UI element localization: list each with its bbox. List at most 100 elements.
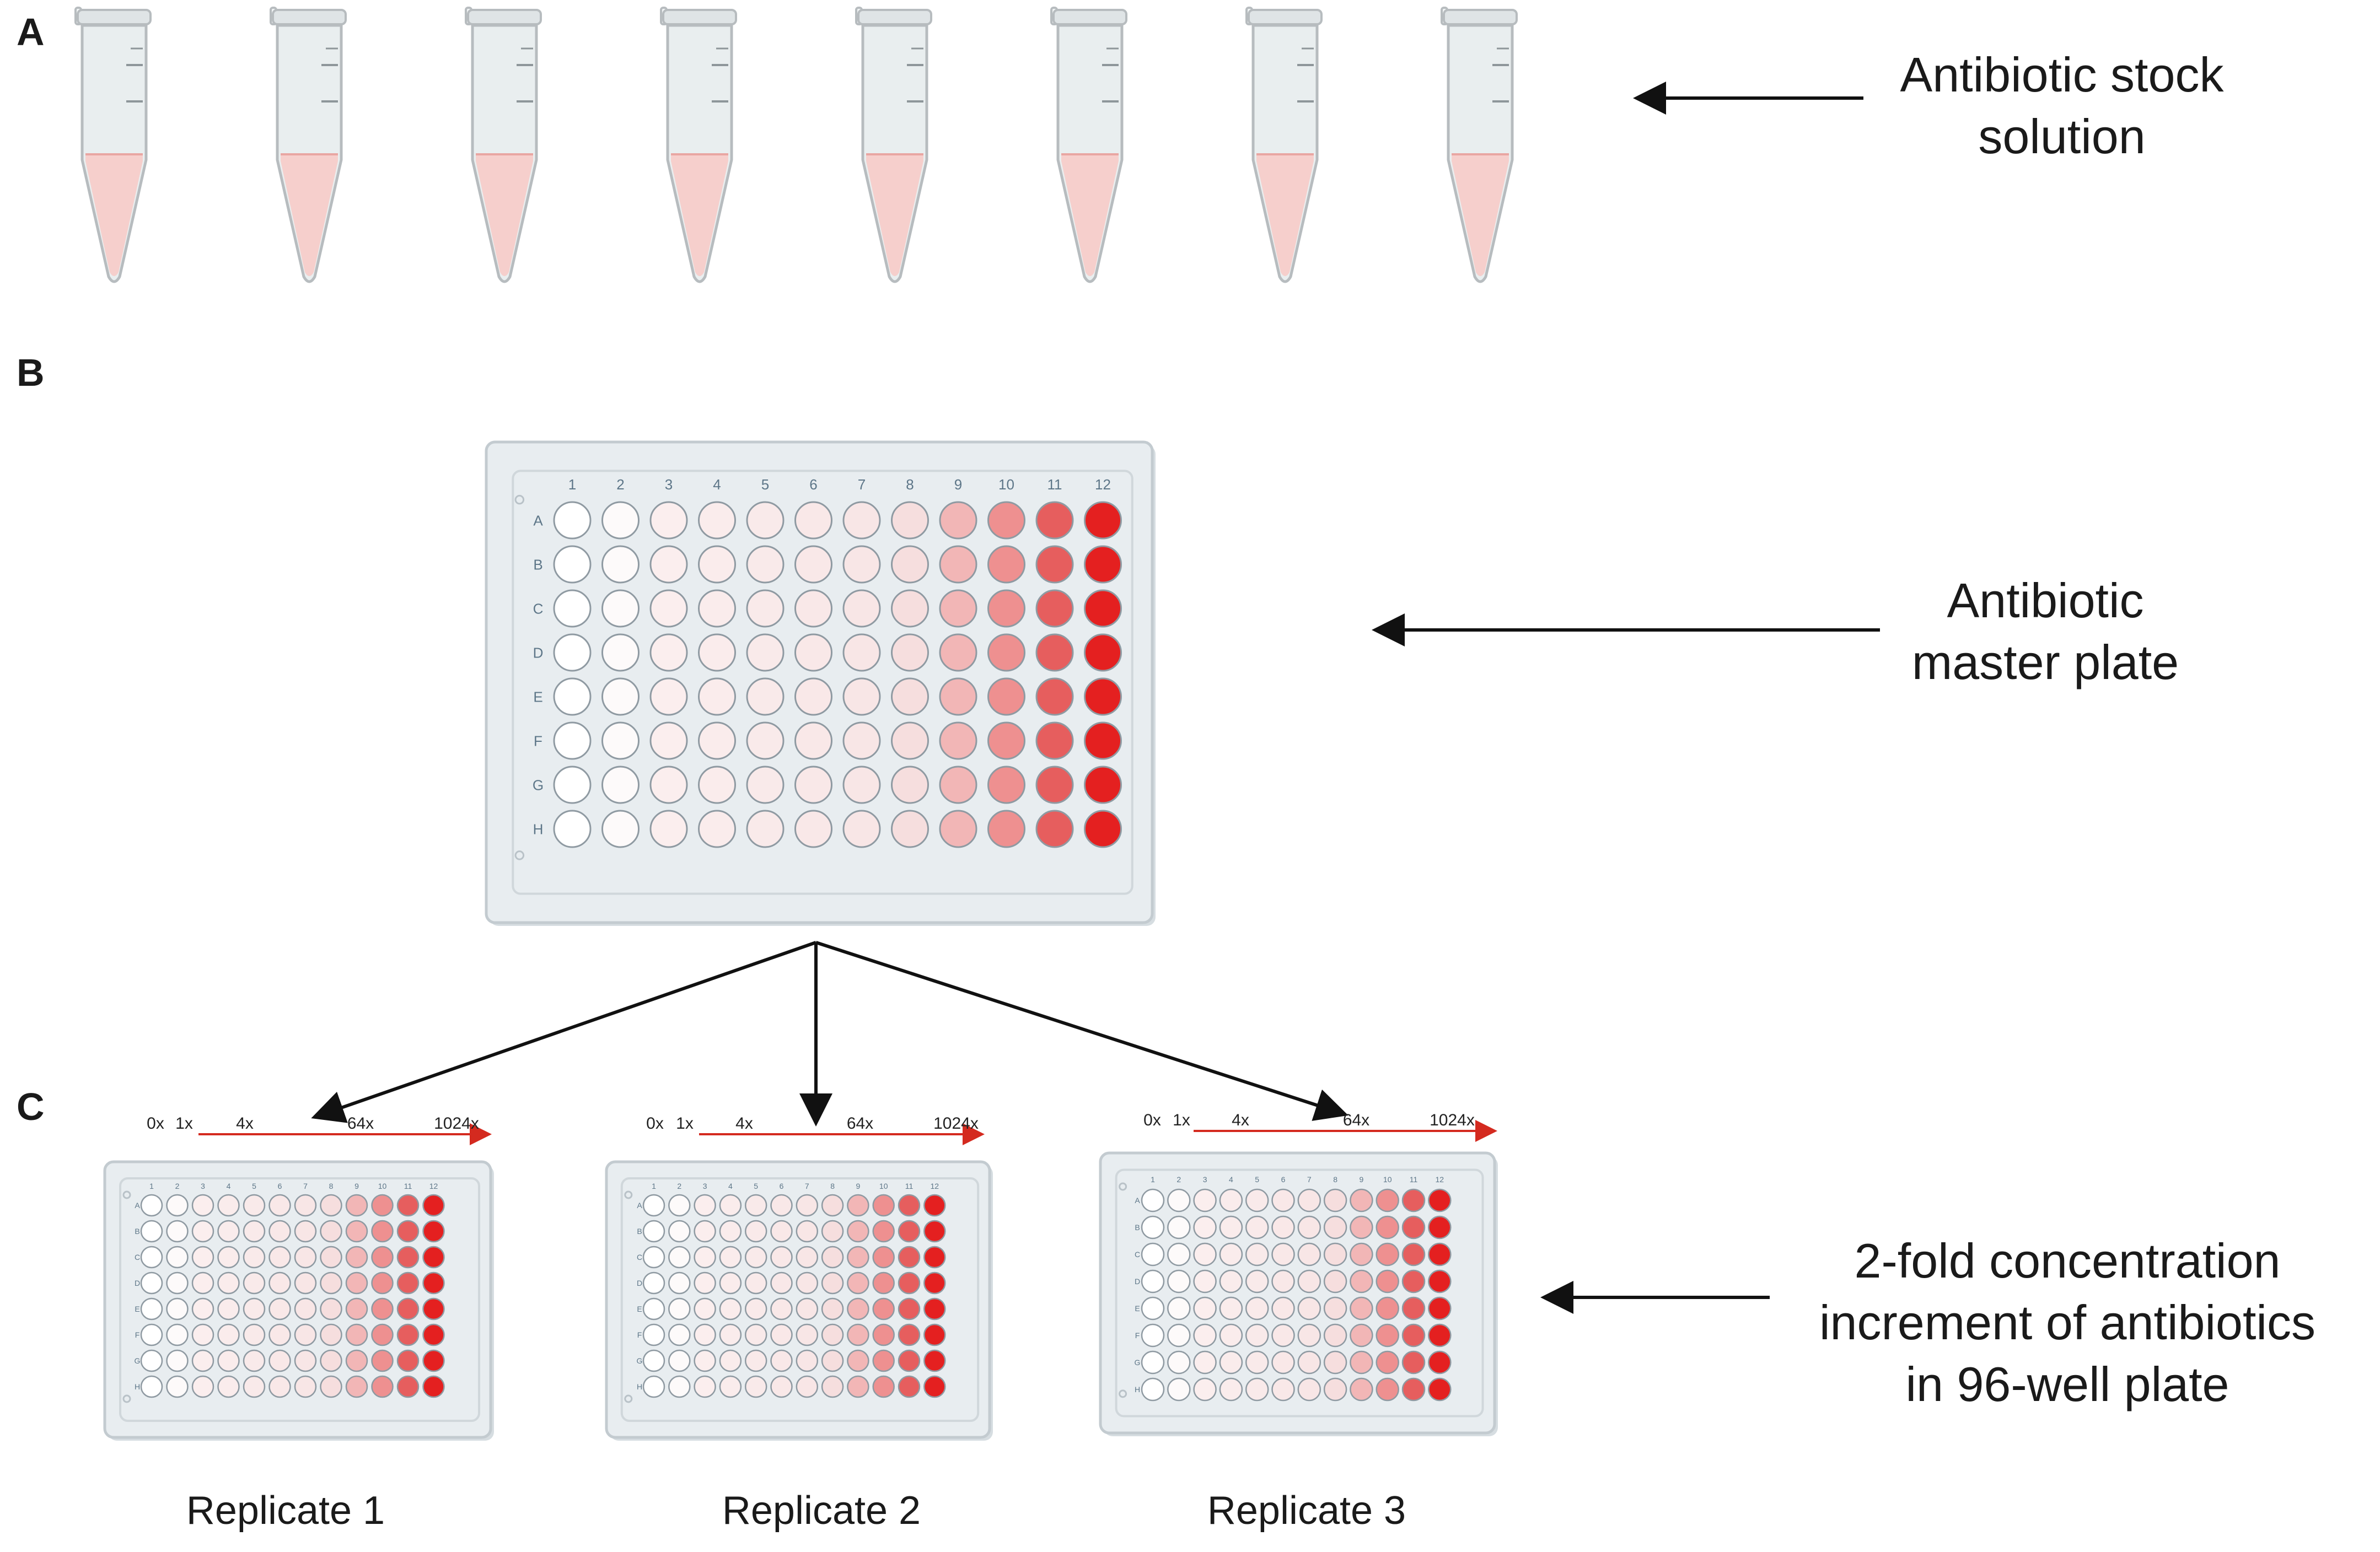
plate-column-label: 12: [1095, 476, 1111, 493]
well: [243, 1349, 266, 1372]
well: [1297, 1377, 1321, 1402]
plate-column-label: 9: [354, 1182, 359, 1190]
panel-letter-b: B: [17, 351, 45, 394]
well: [898, 1194, 921, 1217]
well: [719, 1220, 742, 1243]
well: [842, 721, 881, 760]
plate-notch-bottom: [514, 850, 525, 860]
well: [396, 1271, 420, 1295]
well: [294, 1349, 317, 1372]
well: [553, 810, 592, 848]
plate-row-label: F: [534, 732, 542, 749]
well: [668, 1220, 691, 1243]
concentration-marker: 1024x: [434, 1114, 479, 1133]
well: [649, 677, 688, 716]
well: [191, 1323, 214, 1346]
plate-column-label: 4: [1229, 1175, 1233, 1184]
well: [694, 1375, 716, 1398]
well: [847, 1220, 869, 1243]
well: [668, 1323, 691, 1346]
well: [698, 766, 736, 804]
concentration-marker: 0x: [1143, 1111, 1161, 1129]
plate-row-label: F: [135, 1330, 140, 1339]
plate-column-label: 3: [1203, 1175, 1207, 1184]
well: [1323, 1323, 1347, 1348]
well: [1167, 1350, 1191, 1375]
plate-notch-top: [514, 494, 525, 505]
well: [1297, 1188, 1321, 1212]
well: [1428, 1323, 1452, 1348]
well: [847, 1375, 869, 1398]
plate-row-label: B: [637, 1227, 642, 1236]
plate-notch-bottom: [1119, 1389, 1127, 1398]
plate-column-label: 10: [998, 476, 1014, 493]
well: [396, 1220, 420, 1243]
tube-cap: [1052, 9, 1127, 25]
plate-row-label: D: [533, 644, 544, 661]
tube-5: [855, 7, 932, 283]
well: [694, 1349, 716, 1372]
concentration-marker: 64x: [1343, 1111, 1369, 1129]
well: [891, 810, 929, 848]
plate-column-label: 7: [858, 476, 866, 493]
concentration-marker: 64x: [347, 1114, 374, 1133]
well: [891, 589, 929, 628]
well: [642, 1246, 665, 1269]
well: [987, 545, 1025, 584]
well: [1035, 545, 1074, 584]
well: [268, 1323, 291, 1346]
well: [1376, 1269, 1399, 1294]
well: [746, 677, 785, 716]
well: [872, 1194, 895, 1217]
well: [371, 1271, 394, 1295]
well: [553, 633, 592, 672]
well: [668, 1194, 691, 1217]
concentration-label: 2-fold concentration increment of antibi…: [1764, 1230, 2371, 1415]
well: [872, 1375, 895, 1398]
plate-inner-rim: [1115, 1168, 1484, 1418]
well: [1401, 1323, 1426, 1348]
well: [891, 677, 929, 716]
arrow-to-replicate-3: [815, 941, 1349, 1121]
well: [770, 1323, 793, 1346]
well: [796, 1349, 819, 1372]
well: [601, 721, 640, 760]
well: [396, 1246, 420, 1269]
well: [217, 1349, 240, 1372]
plate-column-label: 4: [227, 1182, 231, 1190]
well: [796, 1271, 819, 1295]
well: [891, 501, 929, 540]
arrow-to-replicate-1: [311, 941, 816, 1123]
well: [1271, 1296, 1295, 1321]
well: [842, 545, 881, 584]
well: [1376, 1350, 1399, 1375]
well: [243, 1297, 266, 1321]
stock-solution-label-line-2: solution: [1978, 109, 2146, 164]
well: [140, 1271, 163, 1295]
well: [744, 1375, 767, 1398]
well: [642, 1349, 665, 1372]
well: [939, 677, 977, 716]
well: [1323, 1377, 1347, 1402]
well: [191, 1271, 214, 1295]
well: [396, 1323, 420, 1346]
plate-row-label: H: [1135, 1385, 1140, 1394]
well: [987, 810, 1025, 848]
well: [601, 501, 640, 540]
plate-column-label: 10: [879, 1182, 888, 1190]
tube-cap: [467, 9, 542, 25]
well: [719, 1297, 742, 1321]
well: [1376, 1296, 1399, 1321]
well: [217, 1271, 240, 1295]
well: [1350, 1242, 1373, 1267]
well: [1376, 1188, 1399, 1212]
plate-column-label: 8: [1333, 1175, 1337, 1184]
well: [821, 1194, 844, 1217]
plate-column-label: 3: [703, 1182, 707, 1190]
well: [923, 1297, 946, 1321]
well: [1219, 1350, 1243, 1375]
well: [1084, 545, 1122, 584]
well: [794, 633, 832, 672]
plate-column-label: 8: [329, 1182, 334, 1190]
